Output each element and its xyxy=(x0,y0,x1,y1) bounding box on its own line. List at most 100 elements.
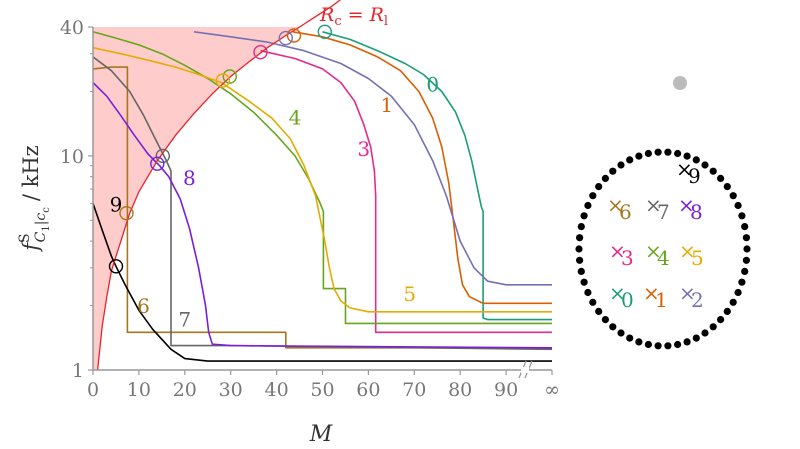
inset-marker-3: ×3 xyxy=(609,239,634,270)
ring-dot xyxy=(635,338,643,346)
ring-dot xyxy=(584,201,592,210)
series-2-line xyxy=(193,31,552,286)
ring-dot xyxy=(734,201,742,210)
x-tick-label: 90 xyxy=(494,379,518,401)
boundary-marker-3 xyxy=(253,45,268,60)
inset-marker-label: 1 xyxy=(655,288,668,312)
ring-dot xyxy=(577,267,585,275)
ring-dot xyxy=(576,256,584,264)
boundary-marker-4 xyxy=(222,69,238,84)
x-tick-label: 0 xyxy=(87,379,99,401)
x-tick-label: 70 xyxy=(402,379,426,401)
ring-dot xyxy=(729,298,737,306)
y-tick-label: 1 xyxy=(72,360,84,382)
y-axis-title: fSC1|cc/ kHz xyxy=(17,145,52,253)
boundary-marker-5 xyxy=(215,73,231,88)
ring-dot xyxy=(683,338,691,346)
inset-marker-label: 2 xyxy=(691,288,704,312)
ring-dot xyxy=(701,161,709,169)
inset-cross: × xyxy=(679,239,696,263)
series-7-line xyxy=(93,56,552,351)
inset-cross: × xyxy=(679,281,696,305)
series-1-line xyxy=(292,31,552,305)
series-8-label: 8 xyxy=(183,166,196,190)
series-1-label: 1 xyxy=(380,93,393,117)
ring-dot xyxy=(580,278,588,286)
ring-dot xyxy=(644,149,653,158)
inset-marker-label: 4 xyxy=(657,246,670,270)
inset-marker-5: ×5 xyxy=(679,239,704,270)
series-0-label: 0 xyxy=(426,73,439,97)
inset-marker-label: 9 xyxy=(688,164,701,188)
ring-dot xyxy=(738,212,746,220)
ring-dot xyxy=(654,148,662,156)
inset-marker-7: ×7 xyxy=(645,193,670,224)
ring-dot xyxy=(734,288,742,297)
y-tick-label: 40 xyxy=(60,17,84,39)
series-4-line xyxy=(93,31,552,325)
outside-dot xyxy=(673,76,687,90)
ring-dot xyxy=(664,148,672,156)
boundary-label: Rc = Rl xyxy=(319,4,388,29)
ring-dot xyxy=(580,212,588,220)
ring-dot xyxy=(742,234,751,242)
series-9-label: 9 xyxy=(110,193,123,217)
marker-layer xyxy=(108,24,332,274)
inset-marker-1: ×1 xyxy=(643,281,668,312)
inset-cross: × xyxy=(643,281,660,305)
ring-dot xyxy=(584,288,592,297)
inset-marker-2: ×2 xyxy=(679,281,704,312)
ring-dot xyxy=(729,192,737,200)
ring-dot xyxy=(595,183,603,191)
x-tick-label: 50 xyxy=(310,379,334,401)
ring-dot xyxy=(674,149,682,158)
dotted-ring xyxy=(575,148,751,350)
boundary-marker-2 xyxy=(278,30,293,46)
inset-marker-layer: ×9×6×7×8×3×4×5×0×1×2 xyxy=(607,157,704,312)
ring-dot xyxy=(742,256,751,264)
ring-dot xyxy=(692,334,700,342)
ring-dot xyxy=(741,223,749,231)
inset-cross: × xyxy=(645,239,662,263)
inset-marker-label: 3 xyxy=(621,246,634,270)
ring-dot xyxy=(723,183,731,191)
boundary-marker-7 xyxy=(155,148,171,164)
x-tick-label: 60 xyxy=(356,379,380,401)
ring-dot xyxy=(609,167,617,175)
ring-dot xyxy=(589,298,597,306)
inset-marker-6: ×6 xyxy=(607,193,632,224)
series-7-label: 7 xyxy=(178,307,191,331)
x-tick-label: 30 xyxy=(219,379,243,401)
series-5-line xyxy=(93,46,552,313)
inset-marker-4: ×4 xyxy=(645,239,670,270)
inset-cross: × xyxy=(645,193,662,217)
inset-marker-label: 0 xyxy=(621,288,634,312)
ring-dot xyxy=(738,278,746,286)
ring-dot xyxy=(741,267,749,275)
ring-dot xyxy=(601,316,610,324)
ring-dot xyxy=(701,329,709,337)
inset-marker-0: ×0 xyxy=(609,281,634,312)
ring-dot xyxy=(692,156,700,164)
ring-dot xyxy=(635,152,643,160)
boundary-marker-8 xyxy=(150,156,165,171)
ring-dot xyxy=(674,340,682,349)
ring-dot xyxy=(717,316,725,324)
inset-cross: × xyxy=(609,281,626,305)
x-axis-title: M xyxy=(309,422,333,447)
inset-marker-label: 5 xyxy=(691,246,704,270)
inset-marker-9: ×9 xyxy=(676,157,701,188)
series-8-line xyxy=(93,82,552,349)
y-tick-label: 10 xyxy=(60,146,84,168)
ring-dot xyxy=(709,167,717,175)
ring-dot xyxy=(601,174,610,182)
ring-dot xyxy=(644,340,653,349)
ring-dot xyxy=(683,152,691,160)
inset-cross: × xyxy=(607,193,624,217)
ring-dot xyxy=(626,156,634,164)
series-3-label: 3 xyxy=(357,137,370,161)
ring-dot xyxy=(617,329,625,337)
inset-marker-label: 7 xyxy=(657,200,670,224)
boundary-marker-0 xyxy=(317,24,332,39)
